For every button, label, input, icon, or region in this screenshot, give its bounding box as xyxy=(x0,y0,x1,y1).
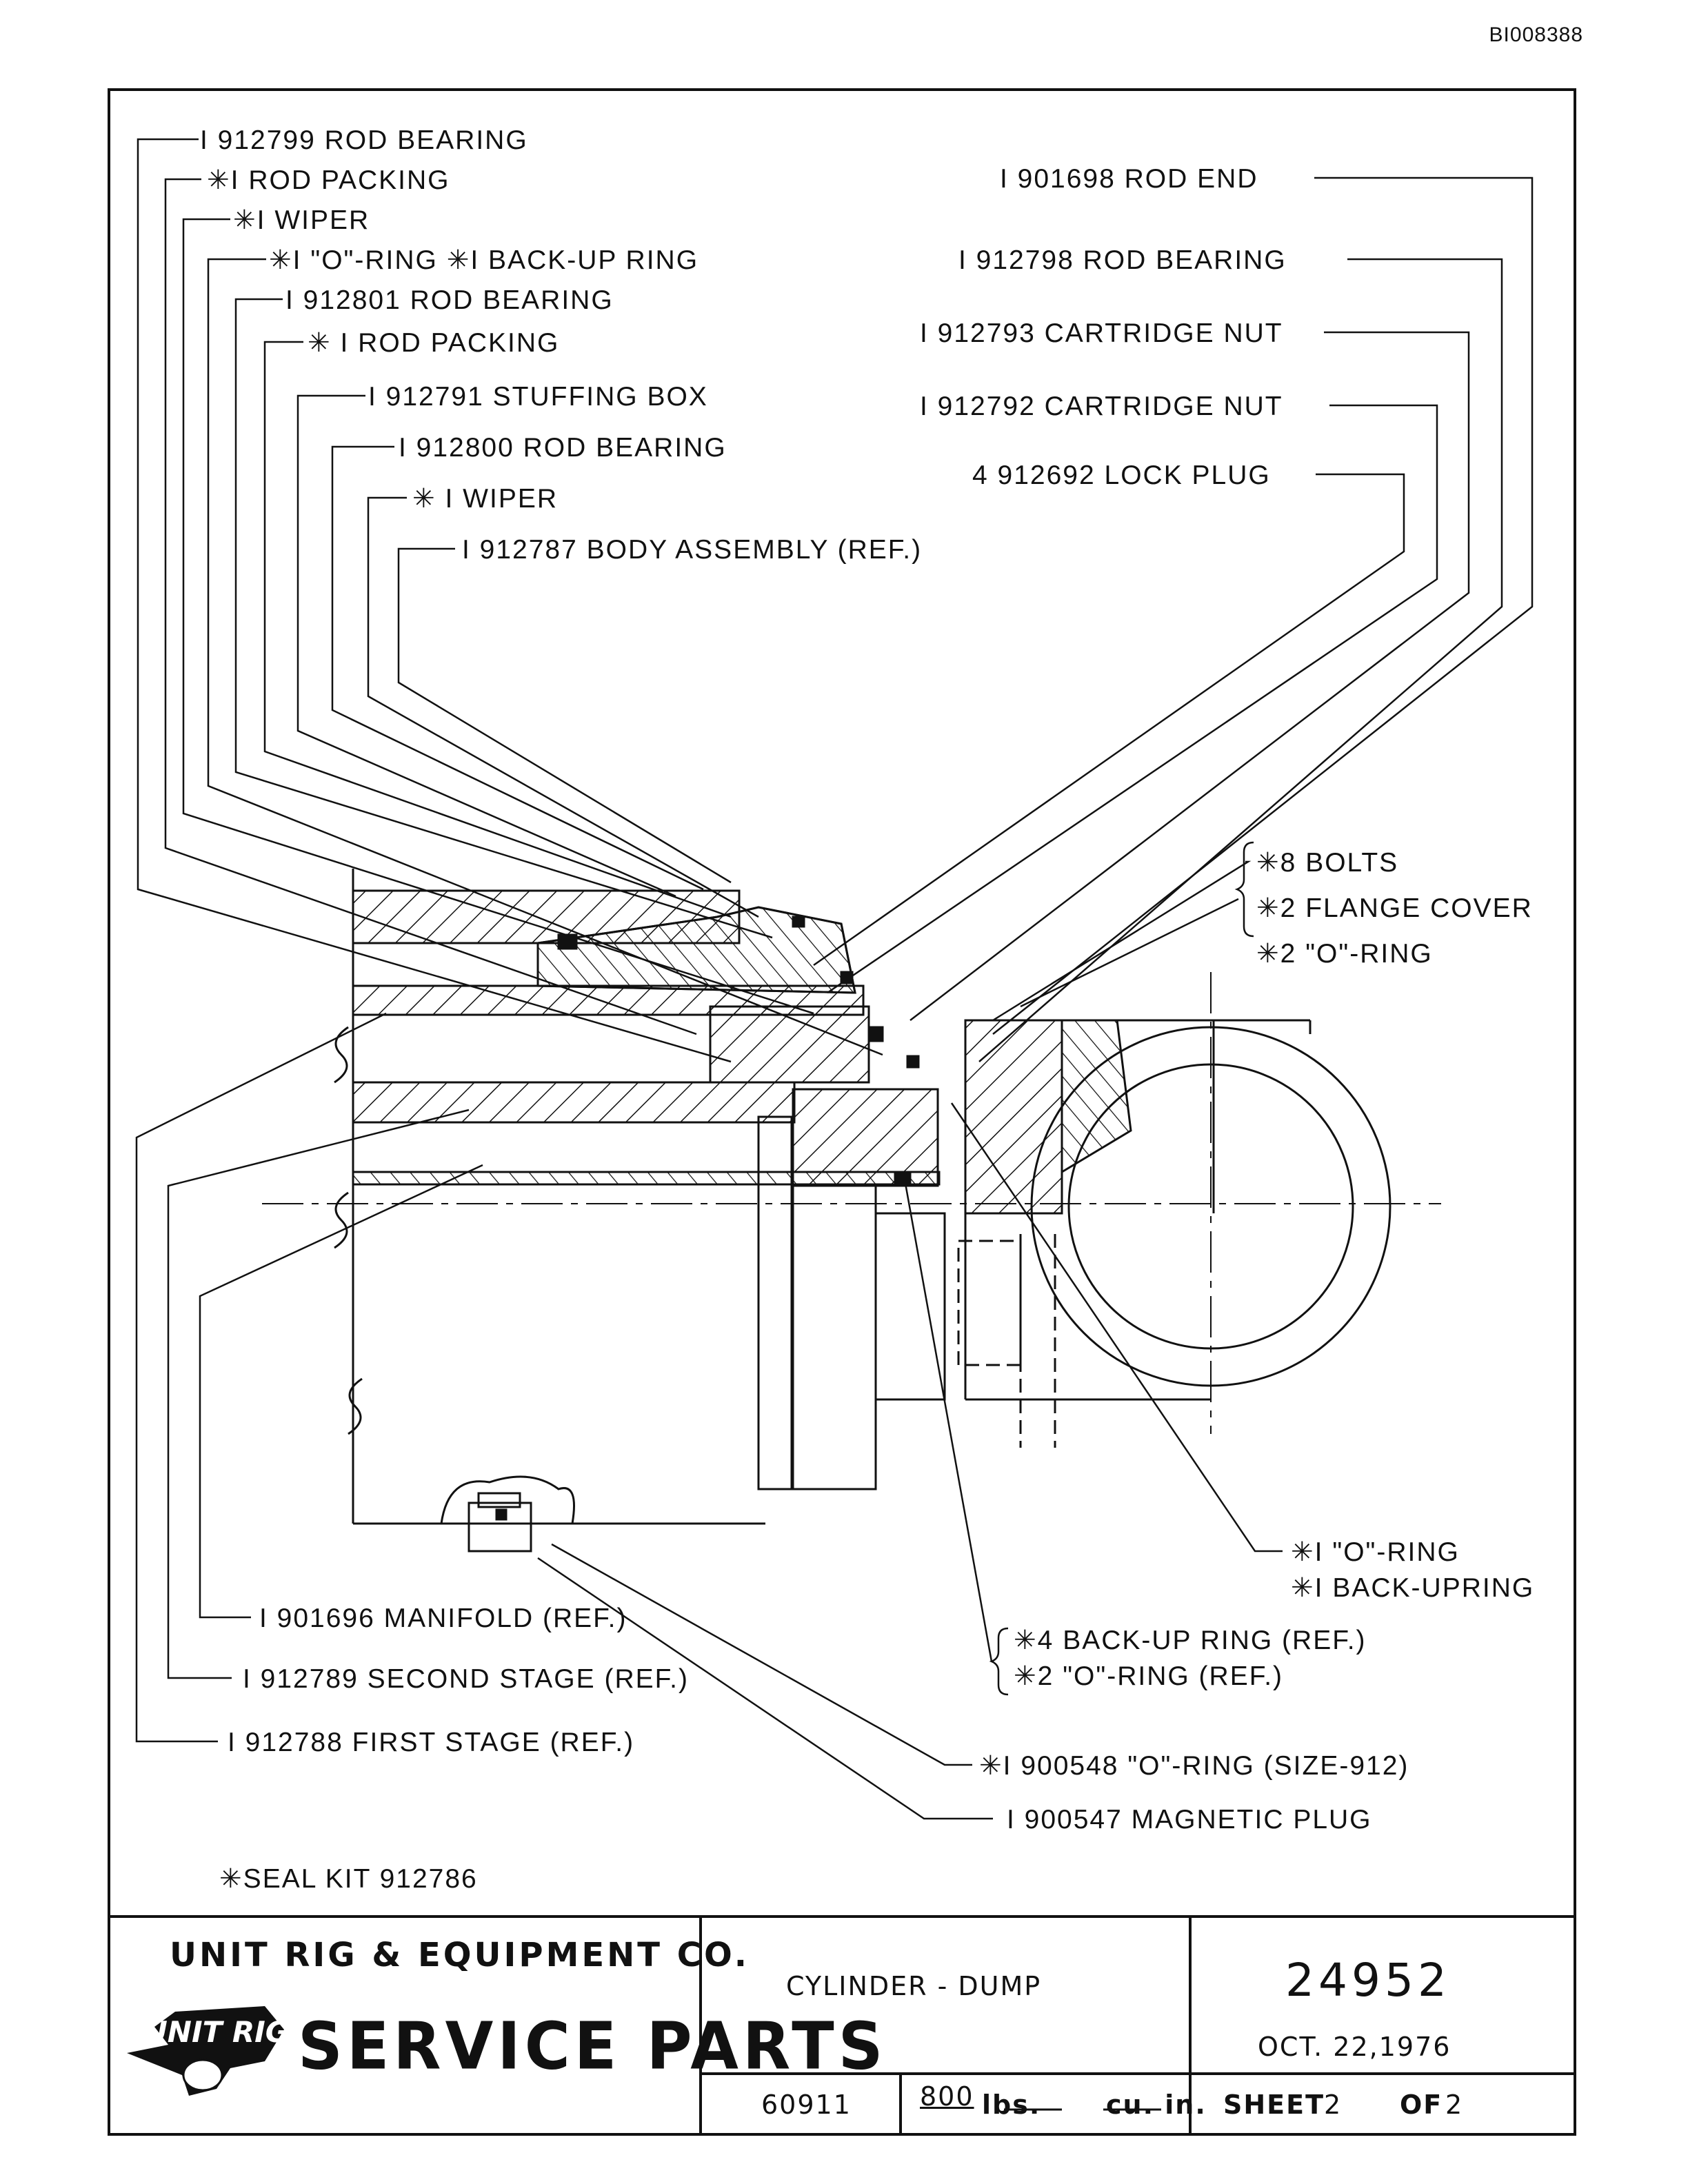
callout-rod-bearing-912801: I 912801 ROD BEARING xyxy=(285,285,614,315)
callout-rod-bearing-912800: I 912800 ROD BEARING xyxy=(399,433,727,463)
magnetic-plug xyxy=(440,1475,575,1553)
callout-back-up-ring-rod-end: ✳I BACK-UPRING xyxy=(1291,1573,1535,1603)
callout-rod-packing: ✳I ROD PACKING xyxy=(207,165,450,195)
weight-unit: lbs. xyxy=(982,2090,1041,2120)
callout-flange-cover: ✳2 FLANGE COVER xyxy=(1256,893,1533,923)
drawing-title: CYLINDER - DUMP xyxy=(786,1971,1042,2001)
leader-lines-bottom xyxy=(135,1012,1283,1820)
service-parts-heading: SERVICE PARTS xyxy=(298,2008,887,2085)
callout-body-assembly: I 912787 BODY ASSEMBLY (REF.) xyxy=(462,535,923,565)
callout-rod-bearing-912798: I 912798 ROD BEARING xyxy=(958,245,1287,275)
callout-magnetic-plug: I 900547 MAGNETIC PLUG xyxy=(1007,1805,1372,1834)
document-id: BI008388 xyxy=(1489,23,1583,46)
callout-o-ring-flange: ✳2 "O"-RING xyxy=(1256,939,1433,969)
callout-second-stage: I 912789 SECOND STAGE (REF.) xyxy=(243,1664,689,1694)
drawing-number: 24952 xyxy=(1285,1954,1451,2007)
weight-value: 800 xyxy=(920,2081,974,2112)
callout-cartridge-nut-912792: I 912792 CARTRIDGE NUT xyxy=(920,392,1283,421)
callout-o-ring-ref: ✳2 "O"-RING (REF.) xyxy=(1014,1661,1284,1691)
seal-kit-note: ✳SEAL KIT 912786 xyxy=(219,1864,478,1894)
callout-rod-packing-2: ✳ I ROD PACKING xyxy=(308,328,560,358)
sheet-number: 2 xyxy=(1324,2090,1343,2120)
sheet-label: SHEET xyxy=(1223,2090,1325,2120)
callout-o-ring-back-up-ring: ✳I "O"-RING ✳I BACK-UP RING xyxy=(269,245,699,275)
callout-manifold: I 901696 MANIFOLD (REF.) xyxy=(259,1604,627,1633)
leader-lines-right xyxy=(813,176,1534,1062)
logo-text: UNIT RIG xyxy=(144,2015,285,2049)
sheet-total: 2 xyxy=(1445,2090,1464,2120)
rod-end xyxy=(957,972,1391,1448)
volume-unit: cu. in. xyxy=(1106,2090,1207,2120)
cylinder-barrels xyxy=(262,869,1441,1525)
drawing-date: OCT. 22,1976 xyxy=(1258,2032,1451,2062)
part-number: 60911 xyxy=(761,2090,852,2120)
drawing-frame xyxy=(108,88,1576,2136)
company-name: UNIT RIG & EQUIPMENT CO. xyxy=(170,1936,750,1974)
callout-o-ring-rod-end: ✳I "O"-RING xyxy=(1291,1537,1460,1567)
leader-lines-left xyxy=(137,138,883,1063)
break-marks xyxy=(334,1026,363,1435)
callout-wiper-2: ✳ I WIPER xyxy=(412,484,559,514)
of-label: OF xyxy=(1400,2090,1443,2120)
stuffing-box xyxy=(536,906,946,1490)
callout-bolts: ✳8 BOLTS xyxy=(1256,848,1399,878)
callout-o-ring-900548: ✳I 900548 "O"-RING (SIZE-912) xyxy=(979,1751,1409,1781)
callout-rod-end: I 901698 ROD END xyxy=(1000,164,1258,194)
callout-rod-bearing-912799: I 912799 ROD BEARING xyxy=(200,125,528,155)
callout-first-stage: I 912788 FIRST STAGE (REF.) xyxy=(228,1728,635,1757)
callout-back-up-ring-ref: ✳4 BACK-UP RING (REF.) xyxy=(1014,1626,1367,1655)
callout-wiper: ✳I WIPER xyxy=(233,205,370,235)
callout-stuffing-box: I 912791 STUFFING BOX xyxy=(368,382,708,412)
callout-cartridge-nut-912793: I 912793 CARTRIDGE NUT xyxy=(920,318,1283,348)
callout-lock-plug: 4 912692 LOCK PLUG xyxy=(972,461,1271,490)
unit-rig-logo: UNIT RIG xyxy=(127,1999,289,2103)
